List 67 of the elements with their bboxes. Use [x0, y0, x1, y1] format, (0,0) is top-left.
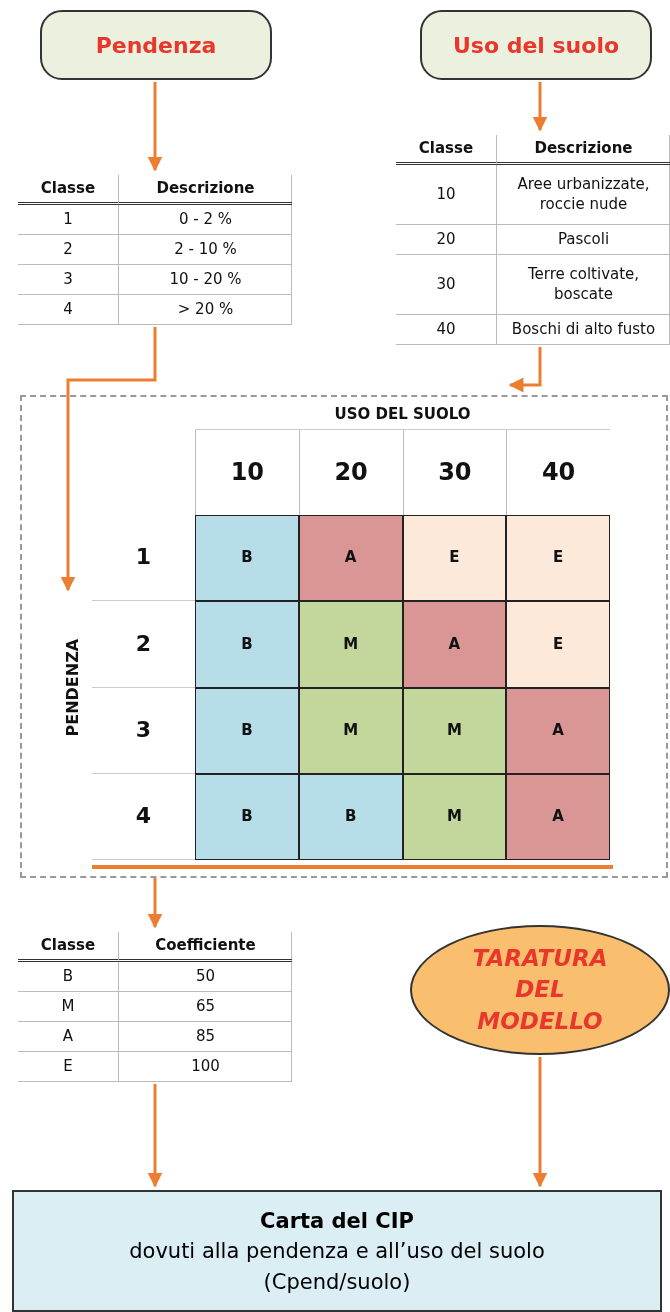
table-text: Aree urbanizzate, roccie nude	[496, 165, 670, 225]
arrow	[532, 82, 548, 132]
data-table	[18, 932, 292, 1082]
table-text: 40	[396, 315, 496, 345]
table-text: 20	[396, 225, 496, 255]
axis-title: PENDENZA	[61, 637, 83, 739]
table-text: 10 - 20 %	[118, 265, 292, 295]
risk-class-cell: A	[402, 601, 507, 688]
arrow	[147, 878, 163, 929]
risk-class-cell: B	[195, 515, 299, 602]
table-text: M	[18, 992, 118, 1022]
risk-class-cell: A	[506, 687, 610, 774]
table-text: 65	[118, 992, 292, 1022]
table-text: 2	[18, 235, 118, 265]
box-title: Uso del suolo	[452, 32, 620, 58]
table-text: 4	[18, 295, 118, 325]
table-text: 1	[18, 205, 118, 235]
table-text: 2 - 10 %	[118, 235, 292, 265]
box-title: Carta del CIP	[259, 1208, 415, 1235]
table-text: 50	[118, 962, 292, 992]
box-description: dovuti alla pendenza e all’uso del suolo (Cpend/suolo)	[128, 1238, 546, 1296]
table-text: E	[18, 1052, 118, 1082]
table-text: > 20 %	[118, 295, 292, 325]
arrow	[508, 347, 542, 393]
box-title: Pendenza	[95, 32, 217, 58]
column-header: Classe	[396, 135, 496, 165]
arrow	[60, 327, 157, 592]
table-text: Terre coltivate, boscate	[496, 255, 670, 315]
risk-class-cell: A	[298, 515, 403, 602]
risk-class-cell: B	[195, 687, 299, 774]
result-box	[12, 1190, 662, 1312]
table-text: 100	[118, 1052, 292, 1082]
table-text: 85	[118, 1022, 292, 1052]
risk-class-cell: B	[195, 773, 299, 860]
risk-class-cell: E	[402, 515, 507, 602]
risk-class-cell: M	[402, 773, 507, 860]
risk-class-cell: E	[506, 601, 610, 688]
table-text: 30	[396, 255, 496, 315]
table-text: 3	[18, 265, 118, 295]
table-text: Boschi di alto fusto	[496, 315, 670, 345]
risk-class-cell: M	[298, 601, 403, 688]
risk-class-cell: M	[402, 687, 507, 774]
column-header: Descrizione	[496, 135, 670, 165]
risk-class-cell: M	[298, 687, 403, 774]
table-text: B	[18, 962, 118, 992]
table-text: 10	[396, 165, 496, 225]
data-table	[18, 175, 292, 325]
data-table	[396, 135, 670, 345]
start-box	[420, 10, 652, 80]
risk-class-cell: B	[298, 773, 403, 860]
column-header: Descrizione	[118, 175, 292, 205]
table-text: 0 - 2 %	[118, 205, 292, 235]
risk-class-cell: B	[195, 601, 299, 688]
risk-class-cell: E	[506, 515, 610, 602]
column-header: Classe	[18, 932, 118, 962]
table-text: A	[18, 1022, 118, 1052]
arrow	[532, 1057, 548, 1188]
arrow	[147, 1084, 163, 1188]
table-text: Pascoli	[496, 225, 670, 255]
column-header: Coefficiente	[118, 932, 292, 962]
matrix-frame	[20, 395, 668, 878]
column-header: Classe	[18, 175, 118, 205]
axis-title: USO DEL SUOLO	[195, 400, 610, 430]
risk-class-cell: A	[506, 773, 610, 860]
arrow	[147, 82, 163, 172]
start-box	[40, 10, 272, 80]
ellipse-label: TARATURA DEL MODELLO	[471, 944, 609, 1036]
